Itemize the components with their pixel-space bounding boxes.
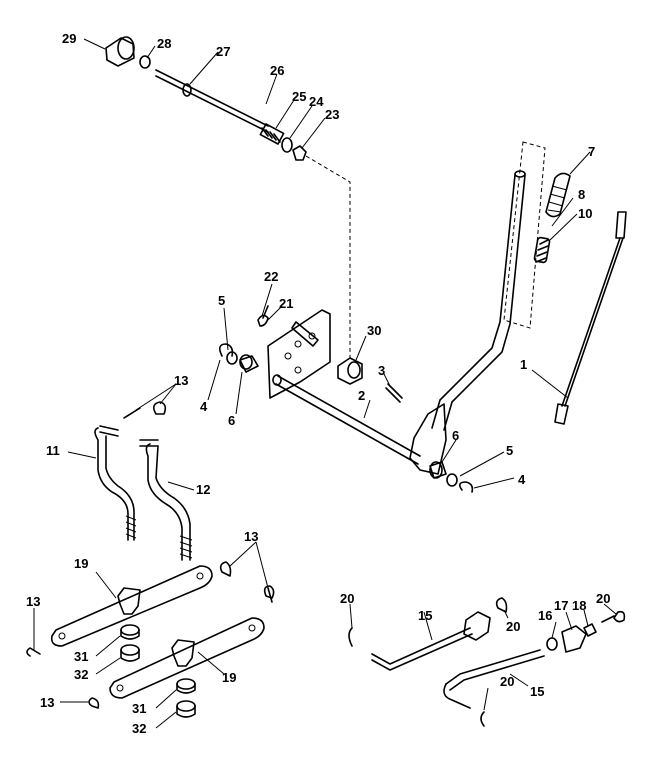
callout-7: 7 bbox=[588, 144, 595, 159]
callout-28: 28 bbox=[157, 36, 171, 51]
part-31-32-right bbox=[155, 678, 196, 729]
callout-2: 2 bbox=[358, 388, 365, 403]
part-13-pins-bottom bbox=[26, 541, 275, 709]
part-15-rod-lower bbox=[443, 649, 545, 727]
callout-15-a: 15 bbox=[418, 608, 432, 623]
callout-24: 24 bbox=[309, 94, 324, 109]
callout-17: 17 bbox=[554, 598, 568, 613]
part-30-block bbox=[337, 335, 367, 385]
part-19-arm-lower bbox=[109, 617, 265, 699]
callout-5-right: 5 bbox=[506, 443, 513, 458]
part-5-4-6-left bbox=[207, 307, 259, 415]
callout-4-left: 4 bbox=[200, 399, 208, 414]
callout-27: 27 bbox=[216, 44, 230, 59]
part-24-washer bbox=[281, 105, 313, 153]
part-28-washer bbox=[139, 45, 156, 69]
part-23-nut bbox=[292, 117, 326, 161]
callout-32-left: 32 bbox=[74, 667, 88, 682]
part-11-link bbox=[67, 425, 137, 541]
callout-6-left: 6 bbox=[228, 413, 235, 428]
part-15-rod-upper bbox=[348, 603, 491, 671]
callout-32-right: 32 bbox=[132, 721, 146, 736]
part-27-rod bbox=[155, 51, 278, 133]
part-20-pins bbox=[483, 597, 617, 711]
callout-20-c: 20 bbox=[506, 619, 520, 634]
part-31-32-left bbox=[95, 624, 140, 675]
callout-4-right: 4 bbox=[518, 472, 526, 487]
part-6-5-4-right bbox=[429, 439, 515, 493]
callout-20-b: 20 bbox=[596, 591, 610, 606]
callout-3: 3 bbox=[378, 363, 385, 378]
part-2-shaft bbox=[272, 374, 421, 465]
lift-lever bbox=[409, 170, 526, 475]
callout-25: 25 bbox=[292, 89, 306, 104]
callout-12: 12 bbox=[196, 482, 210, 497]
callout-22: 22 bbox=[264, 269, 278, 284]
callout-13-top: 13 bbox=[174, 373, 188, 388]
callout-29: 29 bbox=[62, 31, 76, 46]
part-12-link bbox=[139, 439, 195, 561]
callout-20-d: 20 bbox=[500, 674, 514, 689]
part-21-22-clip bbox=[257, 283, 283, 327]
callout-21: 21 bbox=[279, 296, 293, 311]
callout-19-upper: 19 bbox=[74, 556, 88, 571]
callout-19-lower: 19 bbox=[222, 670, 236, 685]
callout-6-right: 6 bbox=[452, 428, 459, 443]
callout-13-bottom: 13 bbox=[40, 695, 54, 710]
callout-31-right: 31 bbox=[132, 701, 146, 716]
part-19-arm-upper bbox=[50, 565, 213, 647]
part-16-17-18-fitting bbox=[546, 609, 626, 653]
callout-20-a: 20 bbox=[340, 591, 354, 606]
part-25-spring bbox=[259, 99, 295, 145]
callout-31-left: 31 bbox=[74, 649, 88, 664]
callout-5-left: 5 bbox=[218, 293, 225, 308]
callout-30: 30 bbox=[367, 323, 381, 338]
part-29-knob bbox=[83, 36, 135, 67]
callout-15-b: 15 bbox=[530, 684, 544, 699]
part-13-pin-top bbox=[123, 383, 177, 419]
callout-23: 23 bbox=[325, 107, 339, 122]
callout-13-left: 13 bbox=[26, 594, 40, 609]
callout-8: 8 bbox=[578, 187, 585, 202]
callout-labels: 29 28 27 26 25 24 23 7 8 10 22 21 5 30 1… bbox=[26, 31, 610, 736]
callout-16: 16 bbox=[538, 608, 552, 623]
callout-18: 18 bbox=[572, 598, 586, 613]
callout-13-right: 13 bbox=[244, 529, 258, 544]
callout-11: 11 bbox=[46, 443, 60, 458]
callout-10: 10 bbox=[578, 206, 592, 221]
callout-1: 1 bbox=[520, 357, 527, 372]
bracket-plate bbox=[267, 309, 331, 399]
part-7-grip bbox=[545, 151, 591, 218]
part-1-rod bbox=[531, 211, 627, 425]
part-3-pin bbox=[383, 373, 403, 403]
callout-26: 26 bbox=[270, 63, 284, 78]
part-10-spring bbox=[533, 197, 578, 264]
